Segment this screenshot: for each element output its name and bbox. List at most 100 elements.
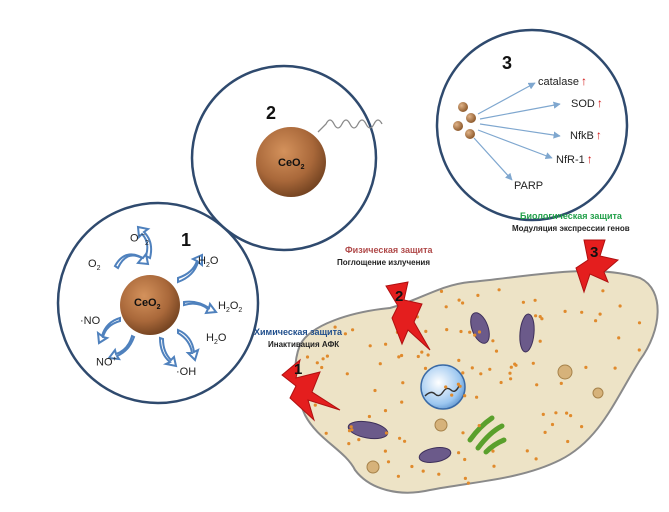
- dna-icon: [424, 385, 460, 397]
- speckle: [457, 358, 461, 362]
- speckle: [613, 366, 617, 370]
- gene-nfr1: NfR-1↑: [556, 152, 593, 166]
- cell-membrane: [294, 270, 659, 494]
- speckle: [584, 365, 588, 369]
- speckle: [534, 457, 538, 461]
- speckle: [601, 289, 605, 293]
- speckle: [347, 442, 351, 446]
- speckle: [509, 377, 513, 381]
- speckle: [598, 312, 602, 316]
- speckle: [457, 451, 461, 455]
- speckle: [437, 472, 441, 476]
- speckle: [456, 382, 460, 386]
- speckle: [461, 301, 465, 305]
- arrow-oh: [158, 336, 178, 368]
- reaction-arrows: [96, 225, 218, 368]
- speckle: [424, 329, 428, 333]
- arrow-noplus: [107, 334, 136, 361]
- speckle: [513, 362, 517, 366]
- speckle: [466, 481, 470, 485]
- speckle: [420, 350, 424, 354]
- speckle: [400, 400, 404, 404]
- speckle: [439, 289, 444, 293]
- speckle: [378, 362, 382, 366]
- speckle: [563, 309, 567, 313]
- speckle: [345, 372, 349, 376]
- arrow-no: [96, 316, 121, 345]
- speckle: [383, 449, 387, 453]
- nanoparticle-dot: [453, 121, 463, 131]
- superoxide-label: O·−2: [130, 232, 149, 247]
- speckle: [325, 354, 329, 358]
- speckle: [347, 429, 352, 433]
- speckle: [416, 354, 420, 359]
- h2o-top-label: H2O: [198, 255, 219, 270]
- speckle: [559, 381, 563, 385]
- speckle: [534, 314, 538, 318]
- mitochondria: [347, 312, 535, 463]
- arrow-nfr1: [477, 129, 553, 160]
- ceo2-label-1: CeO2: [134, 297, 161, 312]
- speckle: [396, 474, 400, 478]
- vesicle: [434, 418, 448, 432]
- speckle: [554, 411, 558, 415]
- speckle: [617, 336, 621, 340]
- gene-parp: PARP: [514, 180, 544, 192]
- biological-protection-title: Биологическая защита: [520, 211, 622, 221]
- vesicle: [592, 387, 604, 399]
- speckle: [368, 344, 372, 348]
- nanoparticle-cluster: [453, 102, 476, 139]
- speckle: [324, 431, 328, 435]
- speckle: [410, 464, 414, 469]
- speckle: [357, 438, 361, 442]
- vesicles: [366, 364, 604, 474]
- speckle: [476, 293, 480, 297]
- bolt-3-number: 3: [590, 244, 599, 261]
- speckle: [475, 395, 479, 399]
- ceo2-label-2: CeO2: [278, 157, 305, 172]
- speckle: [450, 393, 454, 397]
- speckle: [637, 321, 642, 325]
- speckle: [473, 333, 477, 337]
- speckle: [550, 422, 555, 427]
- speckle: [315, 361, 319, 365]
- speckle: [461, 371, 465, 375]
- o2-label: O2: [88, 258, 101, 273]
- speckle: [350, 428, 354, 432]
- speckle: [397, 355, 401, 359]
- speckle: [333, 325, 337, 329]
- speckle: [618, 304, 622, 308]
- speckle: [637, 348, 641, 352]
- speckle: [343, 332, 347, 336]
- gene-arrows: [473, 82, 561, 181]
- arrow-h2o-top: [177, 253, 203, 284]
- gene-nfkb: NfkB↑: [570, 128, 602, 142]
- speckle: [313, 403, 317, 407]
- speckle: [386, 460, 391, 464]
- cell: [294, 270, 659, 494]
- lightning-bolt-1: [281, 358, 341, 422]
- physical-protection-title: Физическая защита: [345, 245, 433, 255]
- arrow-nfkb: [479, 123, 561, 139]
- panel-2-physical: [190, 64, 383, 252]
- speckle: [459, 329, 463, 334]
- ceo2-particle-2: [256, 127, 326, 197]
- gene-catalase: catalase↑: [538, 74, 587, 88]
- panel-3-circle: [435, 28, 629, 222]
- speckle: [461, 431, 465, 435]
- speckle: [508, 371, 512, 375]
- speckle: [463, 394, 467, 398]
- speckle: [477, 330, 482, 334]
- speckle: [521, 300, 526, 304]
- speckle: [491, 449, 495, 453]
- speckle: [468, 330, 472, 334]
- panel-2-number: 2: [266, 103, 277, 123]
- speckle: [488, 367, 492, 371]
- speckle: [321, 357, 325, 361]
- biological-protection-subtitle: Модуляция экспрессии генов: [512, 224, 630, 233]
- oh-label: ·OH: [176, 366, 197, 378]
- speckle: [477, 424, 481, 428]
- speckle: [373, 388, 377, 393]
- speckle: [305, 355, 310, 359]
- speckle: [594, 319, 598, 323]
